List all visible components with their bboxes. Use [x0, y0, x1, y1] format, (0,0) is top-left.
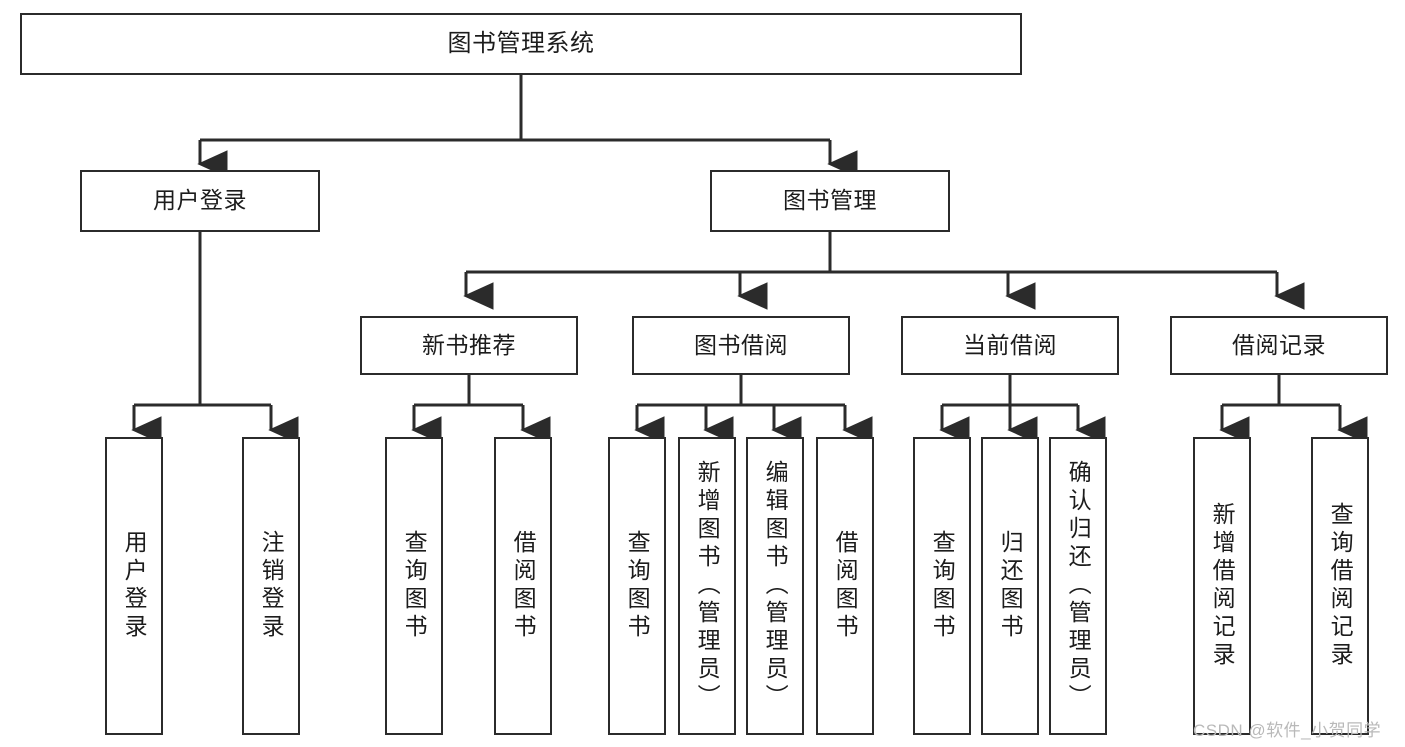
leaf-borrow-book-newbook[interactable]: 借阅图书: [494, 437, 552, 735]
leaf-label: 借阅图书: [510, 530, 537, 642]
leaf-logout-login[interactable]: 注销登录: [242, 437, 300, 735]
leaf-query-borrow-record[interactable]: 查询借阅记录: [1311, 437, 1369, 735]
leaf-add-borrow-record[interactable]: 新增借阅记录: [1193, 437, 1251, 735]
node-label: 借阅记录: [1232, 331, 1326, 358]
node-label: 当前借阅: [963, 331, 1057, 358]
leaf-label: 归还图书: [997, 530, 1024, 642]
leaf-borrow-book[interactable]: 借阅图书: [816, 437, 874, 735]
leaf-label: 确认归还（管理员）: [1065, 460, 1092, 712]
leaf-confirm-return-admin[interactable]: 确认归还（管理员）: [1049, 437, 1107, 735]
leaf-label: 借阅图书: [832, 530, 859, 642]
leaf-label: 查询图书: [401, 530, 428, 642]
node-label: 图书管理: [783, 187, 877, 214]
node-label: 用户登录: [153, 187, 247, 214]
leaf-user-login[interactable]: 用户登录: [105, 437, 163, 735]
leaf-label: 查询借阅记录: [1327, 502, 1354, 670]
node-label: 图书借阅: [694, 331, 788, 358]
node-label: 图书管理系统: [447, 29, 595, 57]
leaf-label: 新增图书（管理员）: [694, 460, 721, 712]
leaf-add-book-admin[interactable]: 新增图书（管理员）: [678, 437, 736, 735]
leaf-query-book-current[interactable]: 查询图书: [913, 437, 971, 735]
leaf-query-book-newbook[interactable]: 查询图书: [385, 437, 443, 735]
node-user-login[interactable]: 用户登录: [80, 170, 320, 232]
leaf-label: 查询图书: [929, 530, 956, 642]
node-root-system[interactable]: 图书管理系统: [20, 13, 1022, 75]
leaf-label: 注销登录: [258, 530, 285, 642]
node-new-book-recommend[interactable]: 新书推荐: [360, 316, 578, 375]
leaf-label: 用户登录: [121, 530, 148, 642]
leaf-edit-book-admin[interactable]: 编辑图书（管理员）: [746, 437, 804, 735]
leaf-label: 编辑图书（管理员）: [762, 460, 789, 712]
node-book-management[interactable]: 图书管理: [710, 170, 950, 232]
leaf-label: 查询图书: [624, 530, 651, 642]
node-book-borrow[interactable]: 图书借阅: [632, 316, 850, 375]
leaf-return-book[interactable]: 归还图书: [981, 437, 1039, 735]
leaf-label: 新增借阅记录: [1209, 502, 1236, 670]
leaf-query-book-borrow[interactable]: 查询图书: [608, 437, 666, 735]
node-borrow-record[interactable]: 借阅记录: [1170, 316, 1388, 375]
node-current-borrow[interactable]: 当前借阅: [901, 316, 1119, 375]
node-label: 新书推荐: [422, 331, 516, 358]
